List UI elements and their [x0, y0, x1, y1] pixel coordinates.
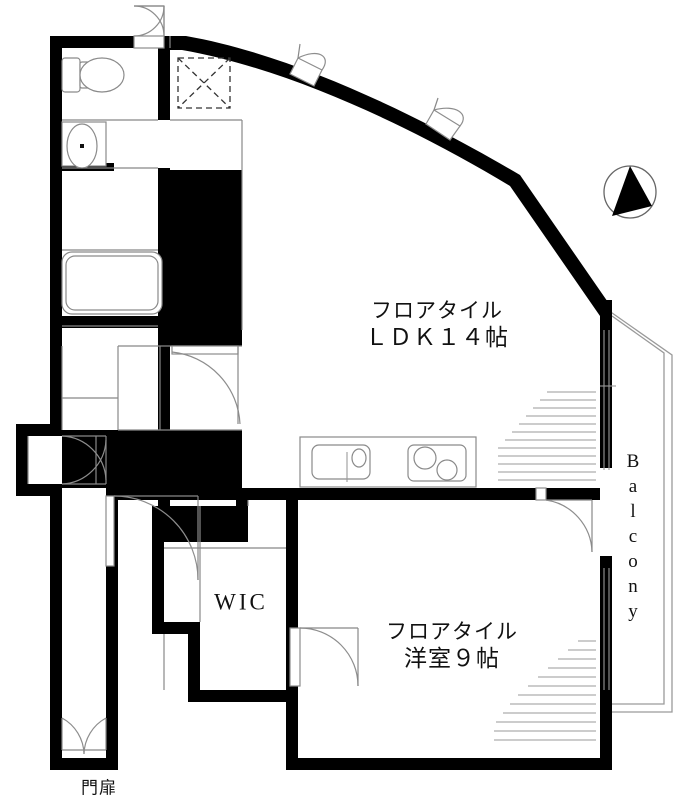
gate-label: 門扉 — [81, 778, 117, 797]
balcony-letter-c: c — [629, 526, 637, 547]
sliding-window-bedroom — [494, 568, 610, 741]
sliding-window-ldk — [498, 330, 616, 481]
balcony-letter-a: a — [629, 476, 638, 497]
ldk-flooring-label: フロアタイル — [371, 300, 503, 323]
door-bedroom-balcony — [535, 487, 593, 553]
bathtub-fixture — [61, 251, 163, 315]
kitchen-sink-fixture — [311, 444, 371, 482]
cooktop-fixture — [407, 444, 467, 482]
door-top-entry — [133, 5, 165, 49]
door-washroom — [171, 345, 241, 425]
balcony-letter-b: B — [627, 451, 640, 472]
pipe-shaft-marker — [177, 57, 231, 109]
bedroom-name-label: 洋室９帖 — [404, 645, 500, 671]
casement-window-1 — [289, 43, 326, 87]
washbasin-fixture — [61, 121, 107, 169]
balcony-letter-o: o — [628, 551, 638, 572]
balcony-area — [604, 307, 673, 713]
toilet-fixture — [61, 57, 125, 93]
ldk-name-label: ＬＤＫ１４帖 — [365, 324, 509, 350]
door-wic — [289, 627, 359, 687]
door-entrance-double — [61, 435, 107, 485]
door-hallway — [105, 495, 199, 581]
balcony-label: B a l c o n y — [627, 451, 640, 622]
balcony-letter-l: l — [630, 501, 635, 522]
wic-label: WIC — [214, 589, 268, 614]
casement-window-2 — [425, 97, 464, 141]
balcony-letter-n: n — [628, 576, 638, 597]
kitchen-counter — [299, 436, 477, 488]
balcony-letter-y: y — [628, 601, 638, 622]
doors-and-swings — [61, 5, 593, 755]
compass-rose — [603, 165, 657, 219]
gate-double-doors — [61, 717, 107, 755]
bedroom-flooring-label: フロアタイル — [386, 621, 518, 644]
